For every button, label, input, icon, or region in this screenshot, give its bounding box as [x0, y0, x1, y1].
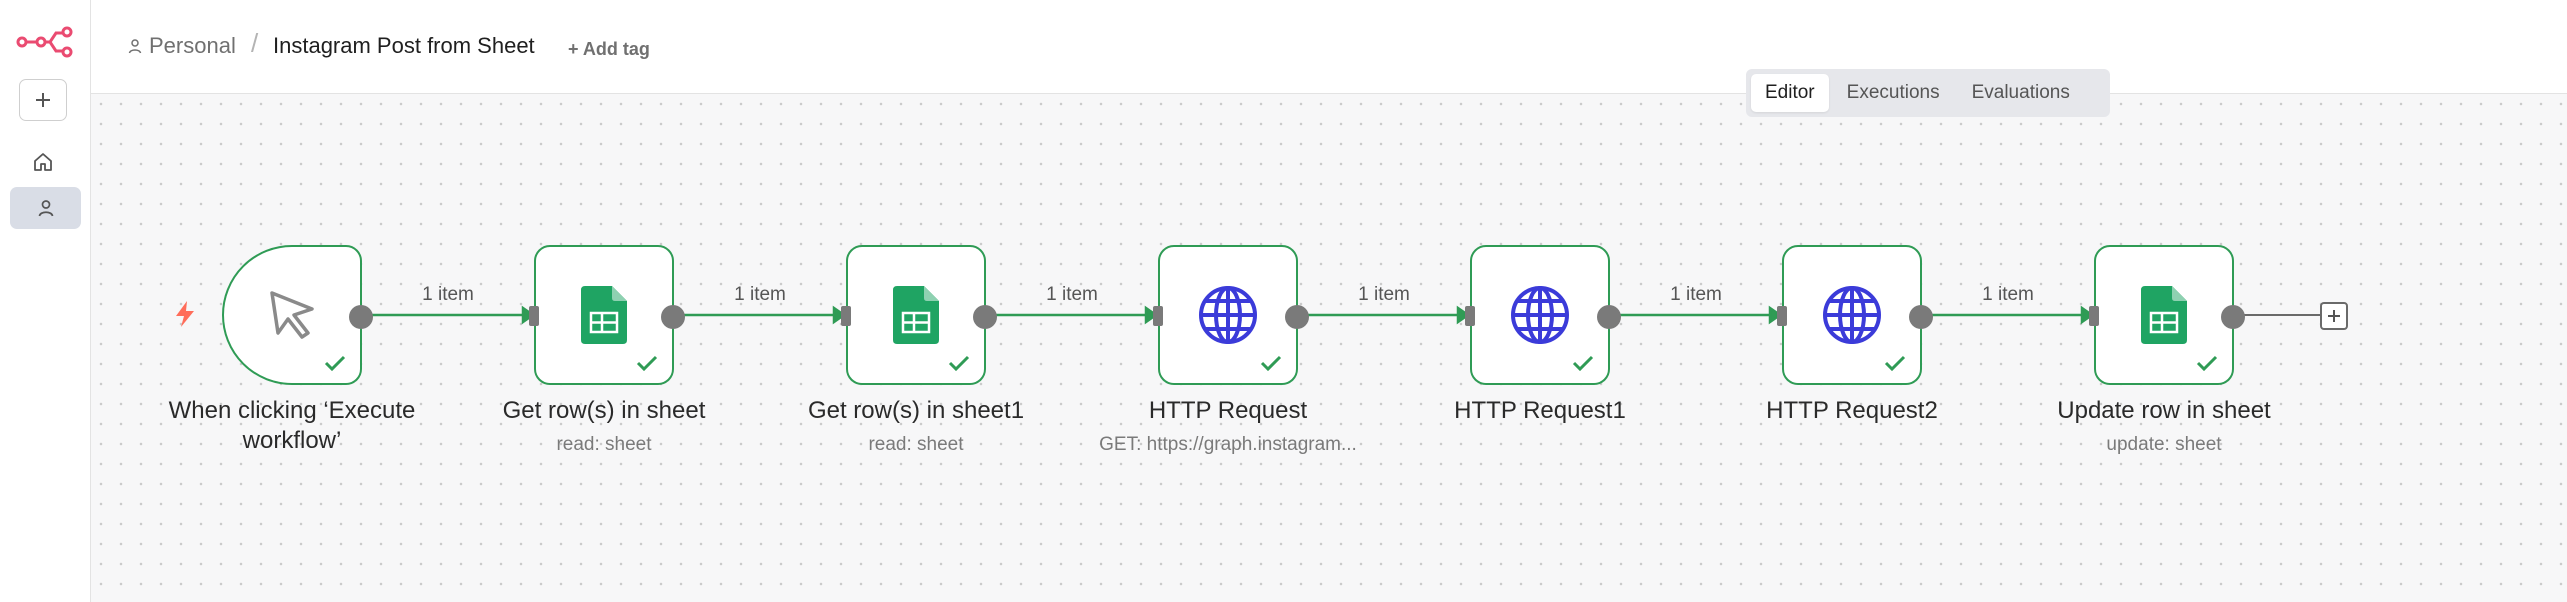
- node-title: Get row(s) in sheet1: [807, 397, 1025, 424]
- header: Personal / Instagram Post from Sheet + A…: [91, 0, 2567, 94]
- breadcrumb-separator: /: [251, 28, 259, 58]
- node-title: HTTP Request1: [1454, 397, 1626, 424]
- connection-label: 1 item: [734, 284, 786, 305]
- node-http-request[interactable]: [1153, 245, 1309, 385]
- output-handle[interactable]: [1597, 305, 1621, 329]
- node-title: When clicking ‘Execute workflow’: [168, 397, 416, 454]
- user-icon: [128, 39, 142, 54]
- sidebar: [0, 0, 91, 602]
- tab-editor[interactable]: Editor: [1751, 74, 1829, 112]
- node-subtitle: read: sheet: [868, 434, 964, 455]
- node-title: HTTP Request: [1148, 397, 1308, 424]
- output-handle[interactable]: [1285, 305, 1309, 329]
- google-sheets-icon: [2141, 286, 2187, 344]
- output-handle[interactable]: [661, 305, 685, 329]
- view-tabs: Editor Executions Evaluations: [1746, 69, 2110, 117]
- sidebar-item-overview[interactable]: [19, 141, 67, 183]
- input-handle[interactable]: [841, 306, 851, 326]
- globe-icon: [1511, 286, 1569, 344]
- output-handle[interactable]: [2221, 305, 2245, 329]
- success-check-icon: [1260, 355, 1282, 371]
- connection-arrow: [1768, 305, 1783, 325]
- tab-evaluations[interactable]: Evaluations: [1971, 82, 2070, 103]
- node-title: HTTP Request2: [1766, 397, 1938, 424]
- node-http-request1[interactable]: [1465, 245, 1621, 385]
- input-handle[interactable]: [529, 306, 539, 326]
- sidebar-item-personal[interactable]: [10, 187, 81, 229]
- node-subtitle: update: sheet: [2106, 434, 2222, 455]
- user-icon: [38, 200, 53, 217]
- breadcrumb-project-label: Personal: [149, 33, 236, 58]
- node-subtitle: read: sheet: [556, 434, 652, 455]
- n8n-logo[interactable]: [16, 24, 74, 60]
- add-node-button[interactable]: [2320, 302, 2348, 330]
- create-button[interactable]: [19, 79, 67, 121]
- workflow-canvas[interactable]: [91, 94, 2567, 602]
- connection-arrow: [521, 305, 536, 325]
- node-get-rows-in-sheet[interactable]: [529, 245, 685, 385]
- node-get-rows-in-sheet1[interactable]: [841, 245, 997, 385]
- connection-label: 1 item: [1670, 284, 1722, 305]
- plus-icon: [2328, 310, 2340, 322]
- connection-label: 1 item: [422, 284, 474, 305]
- add-tag-button[interactable]: + Add tag: [568, 39, 650, 59]
- success-check-icon: [948, 355, 970, 371]
- globe-icon: [1823, 286, 1881, 344]
- success-check-icon: [2196, 355, 2218, 371]
- node-update-row-in-sheet[interactable]: [2084, 235, 2245, 395]
- node-http-request2[interactable]: [1777, 245, 1933, 385]
- node-manual-trigger[interactable]: [222, 245, 373, 385]
- breadcrumb-project[interactable]: Personal: [127, 33, 236, 59]
- cursor-pointer-icon: [270, 291, 314, 339]
- google-sheets-icon: [893, 286, 939, 344]
- output-handle[interactable]: [973, 305, 997, 329]
- success-check-icon: [1572, 355, 1594, 371]
- success-check-icon: [1884, 355, 1906, 371]
- google-sheets-icon: [581, 286, 627, 344]
- connection-label: 1 item: [1358, 284, 1410, 305]
- connection-label: 1 item: [1982, 284, 2034, 305]
- connections: [372, 305, 2321, 325]
- home-icon: [34, 153, 52, 171]
- node-title: Get row(s) in sheet: [502, 397, 706, 424]
- success-check-icon: [324, 355, 346, 371]
- node-subtitle: GET: https://graph.instagram...: [1099, 434, 1357, 455]
- connection-arrow: [832, 305, 847, 325]
- trigger-bolt-icon: [176, 301, 194, 327]
- workflow-title[interactable]: Instagram Post from Sheet: [273, 33, 535, 58]
- connection-arrow: [1144, 305, 1159, 325]
- globe-icon: [1199, 286, 1257, 344]
- connection-arrow: [1456, 305, 1471, 325]
- input-handle[interactable]: [1465, 306, 1475, 326]
- connection-label: 1 item: [1046, 284, 1098, 305]
- output-handle[interactable]: [349, 305, 373, 329]
- input-handle[interactable]: [1153, 306, 1163, 326]
- output-handle[interactable]: [1909, 305, 1933, 329]
- success-check-icon: [636, 355, 658, 371]
- tab-executions[interactable]: Executions: [1846, 82, 1940, 103]
- input-handle[interactable]: [1777, 306, 1787, 326]
- input-handle[interactable]: [2089, 306, 2099, 326]
- connection-arrow: [2080, 305, 2095, 325]
- node-title: Update row in sheet: [2057, 397, 2271, 424]
- plus-icon: [36, 93, 50, 107]
